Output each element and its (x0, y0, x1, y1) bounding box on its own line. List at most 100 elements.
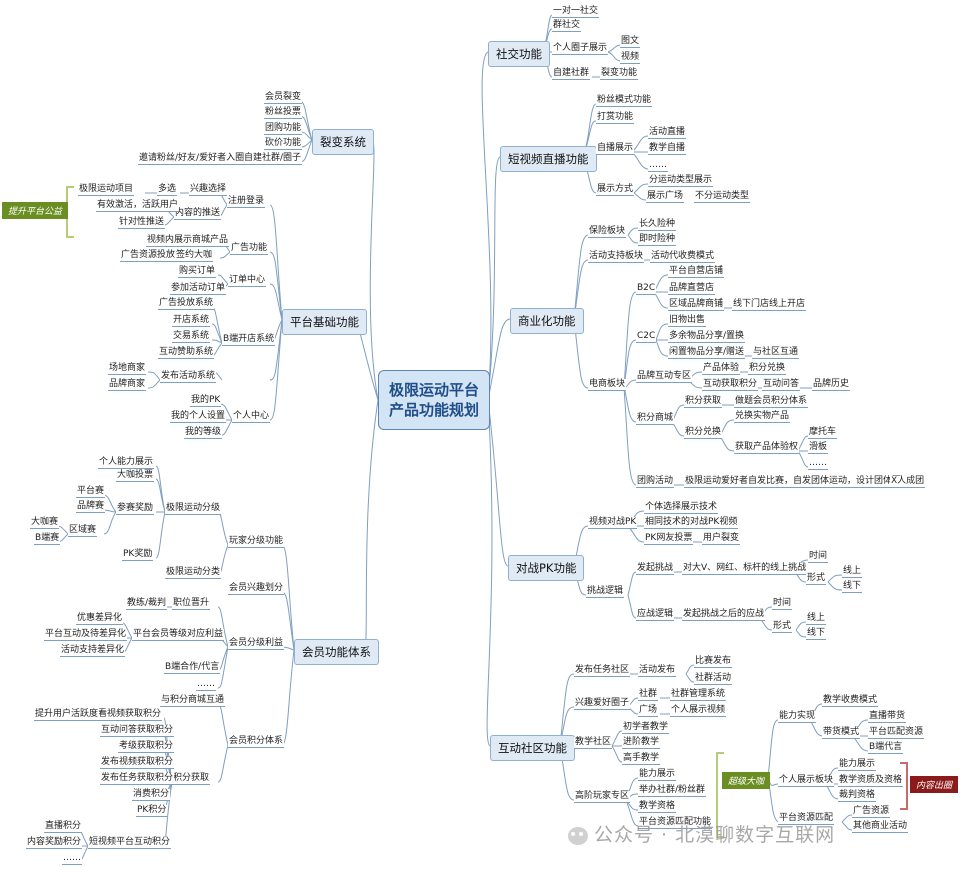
node[interactable]: 个人展示板块 (778, 775, 835, 787)
node[interactable]: 线下 (842, 581, 863, 593)
node[interactable]: 分运动类型展示 (648, 175, 714, 187)
node[interactable]: 用户裂变 (702, 533, 741, 545)
node[interactable]: 我的个人设置 (170, 411, 227, 423)
node[interactable]: 平台资源匹配功能 (638, 817, 713, 829)
node[interactable]: 参赛奖励 (116, 503, 155, 515)
node[interactable]: 优惠差异化 (76, 613, 124, 625)
node[interactable]: 时间 (772, 598, 793, 610)
node[interactable]: 平台互动及待差异化 (44, 629, 128, 641)
node[interactable]: 发布视频获取积分 (100, 757, 175, 769)
node[interactable]: 与积分商城互通 (160, 695, 226, 707)
node[interactable]: 滑板 (808, 442, 829, 454)
node[interactable]: 区域赛 (68, 525, 98, 537)
node[interactable]: 线上 (842, 566, 863, 578)
node[interactable]: 砍价功能 (264, 138, 303, 150)
node[interactable]: 其他商业活动 (852, 821, 909, 833)
node[interactable]: 展示方式 (596, 184, 635, 196)
node[interactable]: 订单中心 (228, 275, 267, 287)
node[interactable]: 场地商家 (108, 363, 147, 375)
node[interactable]: 摩托车 (808, 427, 838, 439)
node[interactable]: 线下 (806, 628, 827, 640)
node[interactable]: 裁判资格 (838, 790, 877, 802)
node[interactable]: 兑换实物产品 (734, 411, 791, 423)
branch-platform[interactable]: 平台基础功能 (282, 309, 367, 335)
node[interactable]: 广告功能 (230, 243, 269, 255)
node[interactable]: B2C (636, 283, 657, 295)
node[interactable]: 兴趣爱好圈子 (574, 698, 631, 710)
node[interactable]: 品牌直营店 (668, 283, 716, 295)
node[interactable]: 裂变功能 (600, 68, 639, 80)
node[interactable]: 与社区互通 (752, 347, 800, 359)
node[interactable]: 团购功能 (264, 123, 303, 135)
node[interactable]: 对大V、网红、标杆的线上挑战 (682, 563, 808, 575)
node[interactable]: …… (808, 458, 828, 470)
node[interactable]: …… (62, 853, 82, 865)
node[interactable]: …… (196, 679, 216, 691)
node[interactable]: 活动直播 (648, 127, 687, 139)
node[interactable]: 积分兑换 (748, 363, 787, 375)
node[interactable]: 积分商城 (636, 413, 675, 425)
branch-video[interactable]: 短视频直播功能 (500, 146, 597, 172)
node[interactable]: 职位晋升 (172, 598, 211, 610)
node[interactable]: 举办社群/粉丝群 (638, 785, 707, 797)
node[interactable]: 区域品牌商铺 (668, 299, 725, 311)
node[interactable]: 个人中心 (232, 411, 271, 423)
node[interactable]: 活动支持板块 (588, 251, 645, 263)
node[interactable]: 大咖投票 (116, 470, 155, 482)
tag-super-star[interactable]: 超级大咖 (722, 772, 771, 789)
node[interactable]: 玩家分级功能 (228, 536, 285, 548)
node[interactable]: 广告资源投放 (120, 250, 177, 262)
node[interactable]: 会员兴趣划分 (228, 583, 285, 595)
root-topic[interactable]: 极限运动平台 产品功能规划 (378, 370, 490, 430)
node[interactable]: 平台匹配资源 (868, 727, 925, 739)
node[interactable]: PK奖励 (122, 549, 154, 561)
node[interactable]: 平台资源匹配 (778, 813, 835, 825)
node[interactable]: 教学自播 (648, 143, 687, 155)
node[interactable]: 交易系统 (172, 331, 211, 343)
node[interactable]: 教学社区 (574, 737, 613, 749)
node[interactable]: 我的等级 (184, 427, 223, 439)
node[interactable]: 会员分级利益 (228, 638, 285, 650)
node[interactable]: 品牌商家 (108, 379, 147, 391)
node[interactable]: 个人圈子展示 (552, 43, 609, 55)
node[interactable]: 能力展示 (838, 759, 877, 771)
node[interactable]: 自建社群/圈子 (243, 153, 303, 165)
node[interactable]: 多余物品分享/置换 (668, 331, 746, 343)
node[interactable]: 广告资源 (852, 806, 891, 818)
node[interactable]: 互动赞助系统 (158, 347, 215, 359)
node[interactable]: 不分运动类型 (694, 191, 751, 203)
node[interactable]: 品牌历史 (812, 379, 851, 391)
node[interactable]: 品牌互动专区 (636, 371, 693, 383)
node[interactable]: PK网友投票 (644, 533, 694, 545)
node[interactable]: 应战逻辑 (636, 609, 675, 621)
node[interactable]: 积分兑换 (684, 427, 723, 439)
node[interactable]: 产品体验 (702, 363, 741, 375)
node[interactable]: 广场 (638, 705, 659, 717)
node[interactable]: 发起挑战之后的应战 (682, 609, 766, 621)
node[interactable]: 一对一社交 (552, 6, 600, 18)
node[interactable]: 直播积分 (44, 821, 83, 833)
tag-platform-welfare[interactable]: 提升平台公益 (2, 202, 69, 219)
node[interactable]: 社群 (638, 689, 659, 701)
node[interactable]: B端合作/代言 (164, 662, 221, 674)
node[interactable]: 发布任务社区 (574, 665, 631, 677)
node[interactable]: 发起挑战 (636, 563, 675, 575)
node[interactable]: 初学者教学 (622, 722, 670, 734)
node[interactable]: 比赛发布 (694, 656, 733, 668)
node[interactable]: 旧物出售 (668, 315, 707, 327)
node[interactable]: 提升用户活跃度 (34, 709, 100, 721)
node[interactable]: 群社交 (552, 20, 582, 32)
node[interactable]: 教练/裁判 (126, 598, 168, 610)
node[interactable]: 挑战逻辑 (586, 586, 625, 598)
node[interactable]: 相同技术的对战PK视频 (644, 517, 739, 529)
node[interactable]: 发布活动系统 (160, 371, 217, 383)
branch-commerce[interactable]: 商业化功能 (510, 308, 584, 334)
node[interactable]: 社群活动 (694, 673, 733, 685)
node[interactable]: 活动发布 (638, 665, 677, 677)
node[interactable]: 开店系统 (172, 315, 211, 327)
node[interactable]: 线下门店线上开店 (732, 299, 807, 311)
node[interactable]: 针对性推送 (118, 217, 166, 229)
node[interactable]: 教学资格 (638, 801, 677, 813)
branch-pk[interactable]: 对战PK功能 (508, 555, 585, 581)
node[interactable]: 内容奖励积分 (26, 837, 83, 849)
